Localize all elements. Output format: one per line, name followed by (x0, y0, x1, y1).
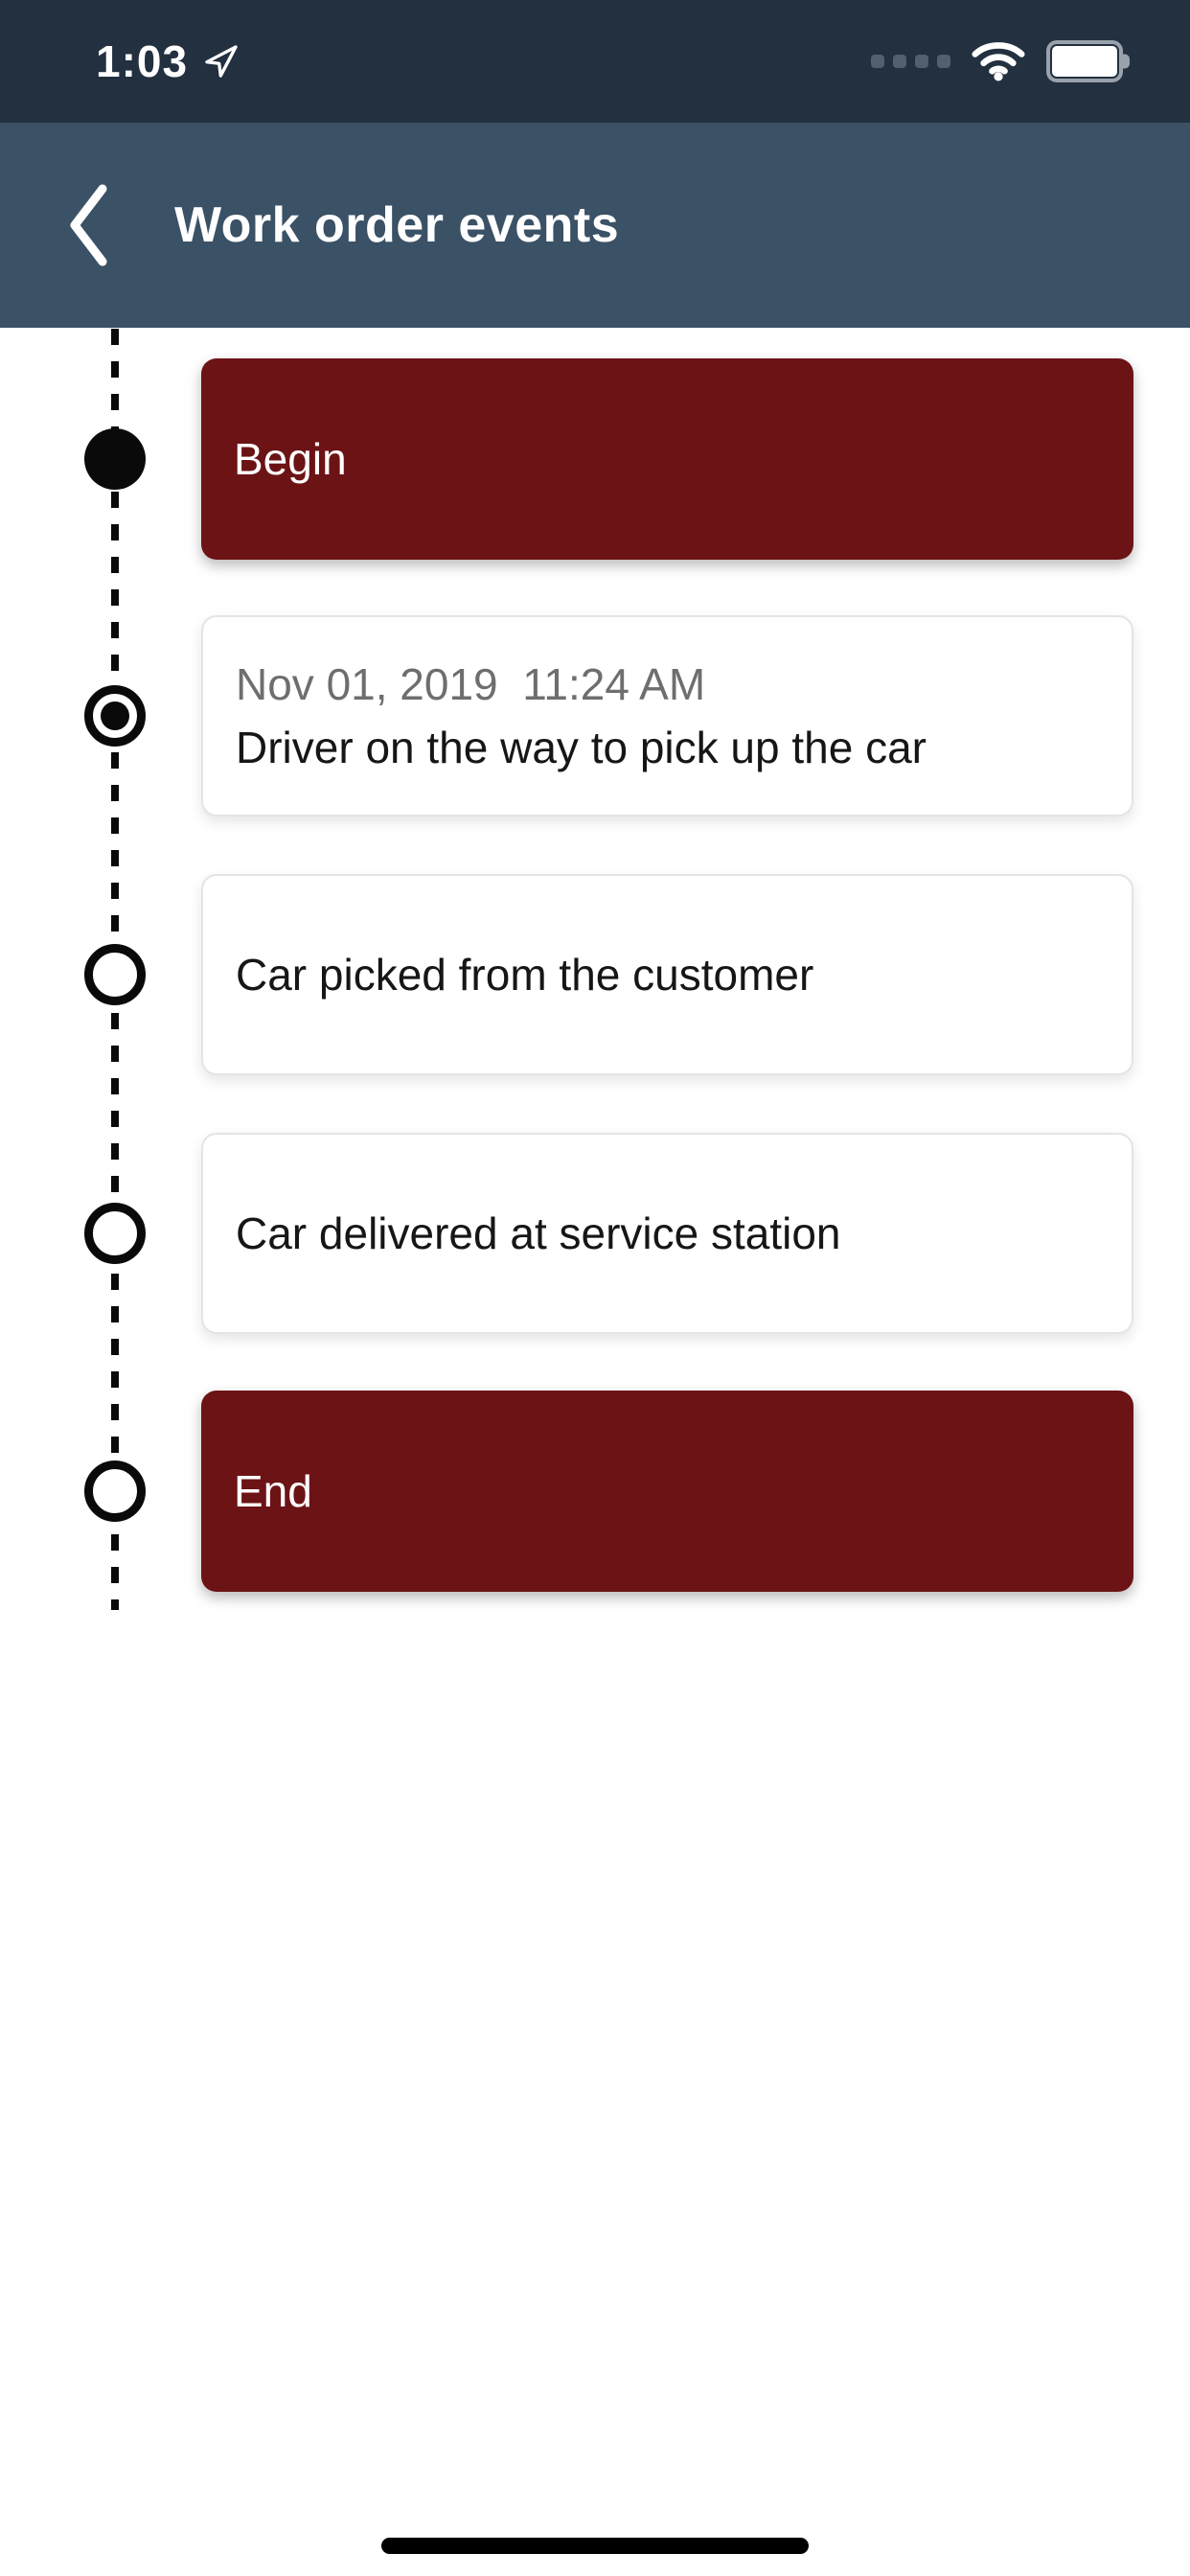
location-icon (201, 41, 241, 81)
event-card-begin[interactable]: Begin (201, 358, 1133, 560)
timeline-marker-pickup (84, 944, 146, 1005)
back-button[interactable] (50, 172, 126, 278)
event-label: Begin (234, 434, 347, 484)
wifi-icon (972, 41, 1025, 81)
cellular-signal-icon (871, 55, 950, 68)
timeline-marker-current-dot (101, 702, 129, 730)
status-bar-left: 1:03 (96, 0, 241, 123)
event-label: Car delivered at service station (236, 1208, 841, 1258)
event-label: Car picked from the customer (236, 950, 814, 1000)
status-time: 1:03 (96, 36, 189, 86)
page-title: Work order events (174, 197, 620, 253)
chevron-left-icon (66, 182, 110, 268)
timeline-marker-current (84, 685, 146, 747)
event-card-end[interactable]: End (201, 1391, 1133, 1592)
event-card-car-delivered[interactable]: Car delivered at service station (201, 1133, 1133, 1334)
event-label: Driver on the way to pick up the car (236, 723, 927, 772)
event-card-car-picked[interactable]: Car picked from the customer (201, 874, 1133, 1075)
event-timestamp: Nov 01, 2019 11:24 AM (236, 659, 706, 709)
timeline-marker-delivered (84, 1203, 146, 1264)
status-bar-right (871, 0, 1130, 123)
timeline-marker-end (84, 1460, 146, 1522)
event-label: End (234, 1466, 312, 1516)
nav-bar: Work order events (0, 123, 1190, 328)
battery-icon (1046, 40, 1130, 82)
home-indicator[interactable] (381, 2538, 809, 2554)
event-card-driver-on-way[interactable]: Nov 01, 2019 11:24 AM Driver on the way … (201, 615, 1133, 816)
timeline-marker-begin (84, 428, 146, 490)
status-bar: 1:03 (0, 0, 1190, 123)
event-card-content: Nov 01, 2019 11:24 AM Driver on the way … (236, 653, 927, 779)
